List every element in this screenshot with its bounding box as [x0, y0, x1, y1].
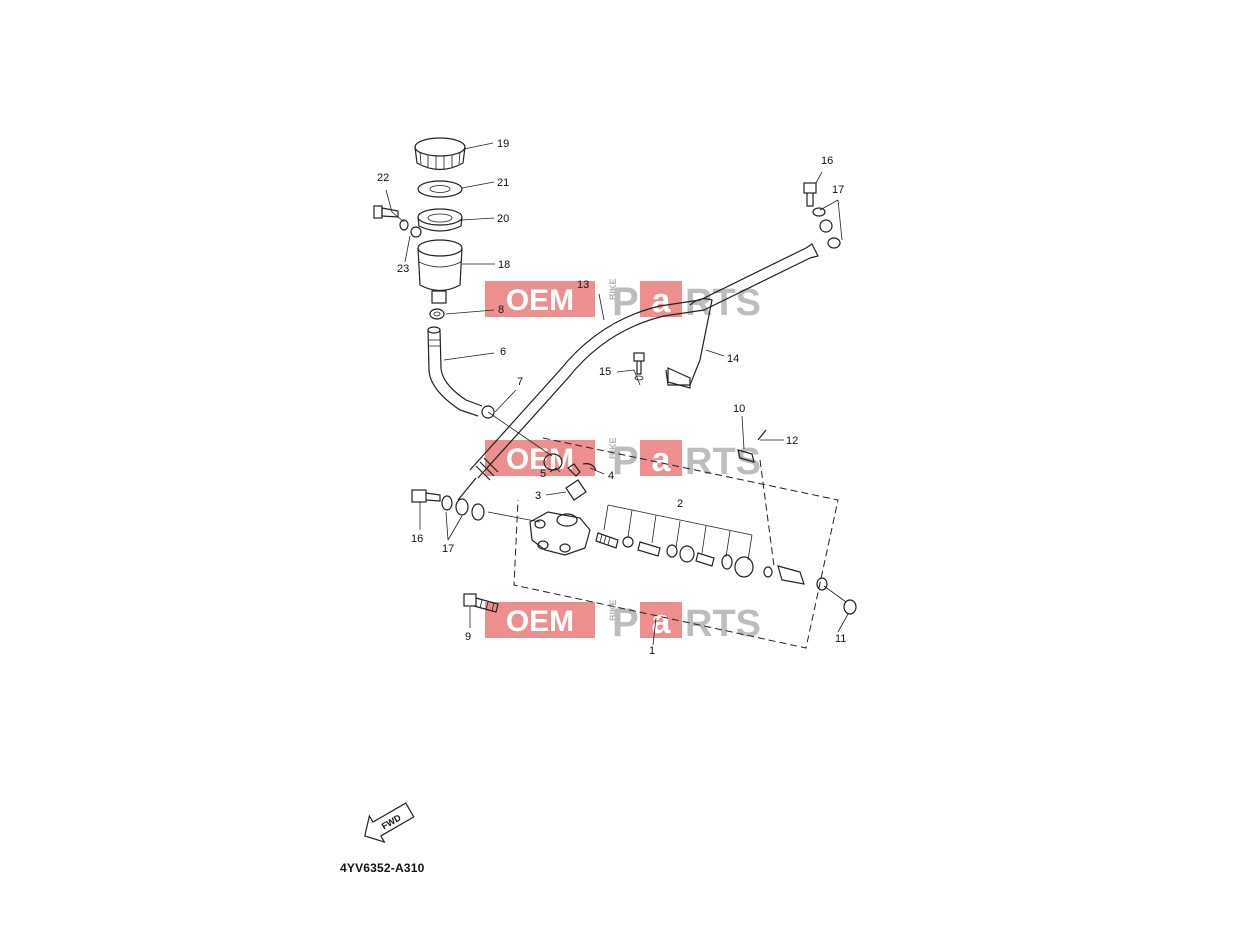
washer-23: [399, 219, 422, 238]
svg-text:BIKE: BIKE: [608, 599, 618, 621]
callout-18: 18: [498, 259, 510, 271]
watermark-middle: OEM BIKE P a RTS: [485, 437, 761, 483]
hose-guide-14: [665, 298, 713, 389]
pin-10: [737, 449, 755, 463]
callout-10: 10: [733, 403, 745, 415]
callout-8: 8: [498, 304, 504, 316]
svg-text:BIKE: BIKE: [608, 437, 618, 459]
callout-13: 13: [577, 279, 589, 291]
master-cylinder-body-1: [529, 511, 591, 556]
callout-14: 14: [727, 353, 739, 365]
callout-15: 15: [599, 366, 611, 378]
callout-12: 12: [786, 435, 798, 447]
svg-text:RTS: RTS: [685, 441, 761, 483]
callout-9: 9: [465, 631, 471, 643]
callout-16-left: 16: [411, 533, 423, 545]
screw-15: [633, 352, 645, 381]
svg-text:BIKE: BIKE: [608, 278, 618, 300]
clip-4: [582, 463, 597, 471]
brake-hose-13: [457, 243, 819, 501]
union-bolt-16-top: [803, 182, 817, 207]
leader-lines: [385, 142, 849, 646]
union-bolt-16-left: [411, 489, 441, 503]
callout-5: 5: [540, 468, 546, 480]
callout-17-left: 17: [442, 543, 454, 555]
washer-11: [843, 599, 857, 615]
svg-text:a: a: [652, 441, 672, 479]
gasket-17-top: [812, 207, 841, 249]
diagram-code: 4YV6352-A310: [340, 861, 425, 875]
hose-clip-8: [429, 308, 445, 320]
bolt-9: [463, 593, 499, 613]
reservoir-hose-6: [427, 326, 483, 417]
o-ring-3: [565, 479, 587, 501]
watermark-top: OEM BIKE P a RTS: [485, 278, 761, 324]
svg-text:a: a: [652, 603, 672, 641]
callout-2: 2: [677, 498, 683, 510]
callout-23: 23: [397, 263, 409, 275]
svg-text:RTS: RTS: [685, 603, 761, 645]
reservoir-18: [417, 239, 463, 304]
svg-text:a: a: [652, 282, 672, 320]
callout-19: 19: [497, 138, 509, 150]
reservoir-cap-19: [414, 137, 466, 171]
watermark-bottom: OEM BIKE P a RTS: [485, 599, 761, 645]
callout-11: 11: [835, 633, 846, 645]
callout-3: 3: [535, 490, 541, 502]
callout-7: 7: [517, 376, 523, 388]
svg-text:P: P: [612, 601, 639, 645]
callout-6: 6: [500, 346, 506, 358]
callout-16-top: 16: [821, 155, 833, 167]
hose-clip-7: [481, 405, 495, 419]
bolt-22: [373, 205, 399, 219]
push-rod-parts: [763, 565, 828, 591]
callout-21: 21: [497, 177, 509, 189]
callout-22: 22: [377, 172, 389, 184]
svg-text:OEM: OEM: [506, 605, 574, 638]
assembly-outline: [513, 437, 839, 649]
callout-4: 4: [608, 470, 614, 482]
callout-20: 20: [497, 213, 509, 225]
callout-17-top: 17: [832, 184, 844, 196]
callout-1: 1: [649, 645, 655, 657]
piston-kit-bracket: [603, 504, 753, 561]
svg-text:OEM: OEM: [506, 443, 574, 476]
cotter-pin-12: [757, 429, 767, 441]
rod-link-line: [759, 459, 775, 567]
gasket-17-left: [441, 495, 485, 521]
diaphragm-plate-21: [417, 180, 463, 198]
svg-text:P: P: [612, 280, 639, 324]
svg-text:P: P: [612, 439, 639, 483]
diaphragm-20: [417, 208, 463, 232]
piston-kit-2: [595, 532, 754, 578]
svg-text:OEM: OEM: [506, 284, 574, 317]
fwd-arrow-icon: FWD: [364, 802, 415, 844]
